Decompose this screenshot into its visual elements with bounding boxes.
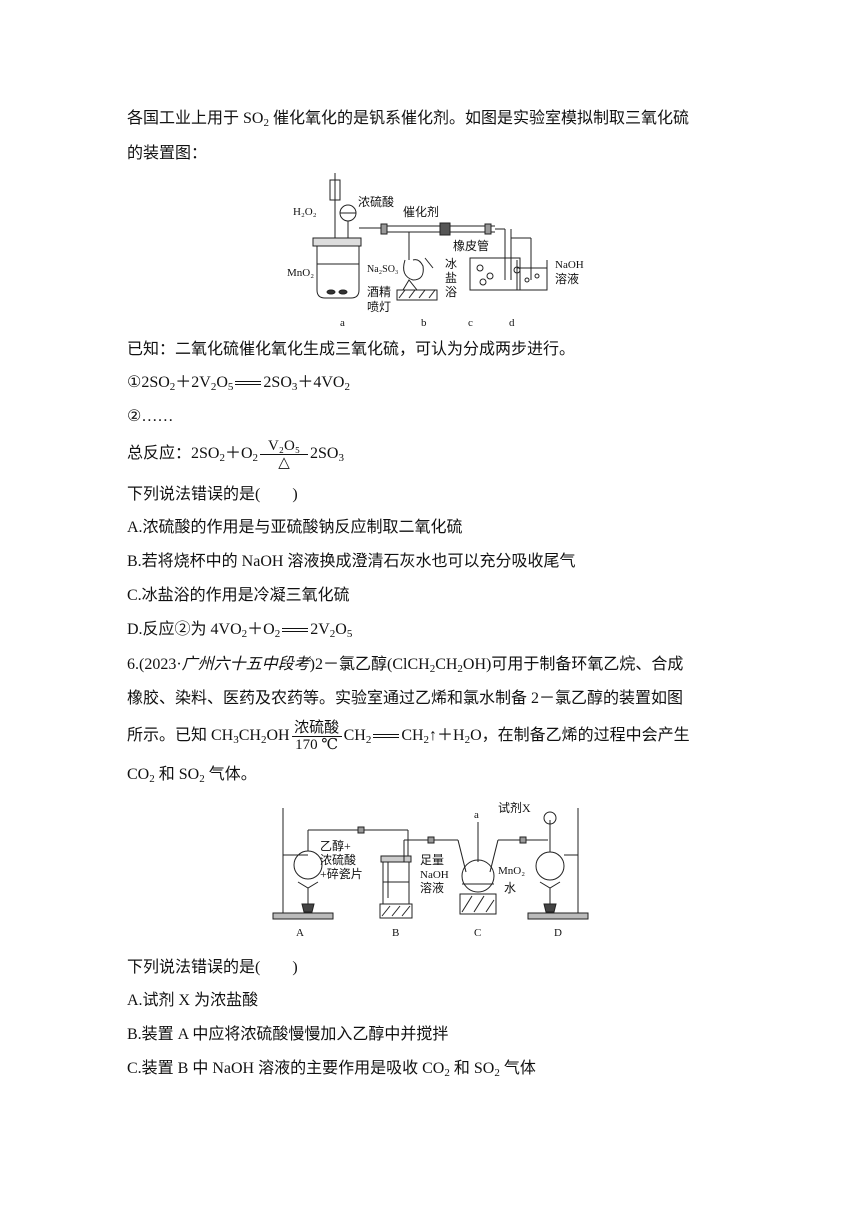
intro-line-1: 各国工业上用于 SO2 催化氧化的是钒系催化剂。如图是实验室模拟制取三氧化硫 bbox=[127, 110, 689, 129]
fig2-label-b: B bbox=[392, 927, 399, 939]
q5-stem: 下列说法错误的是( ) bbox=[127, 486, 298, 503]
known-text: 已知：二氧化硫催化氧化生成三氧化硫，可认为分成两步进行。 bbox=[127, 341, 576, 358]
fig2-label-d: D bbox=[554, 927, 562, 939]
fig1-alcohol-label: 酒精 bbox=[367, 285, 391, 299]
q6-line-4: CO2 和 SO2 气体。 bbox=[127, 766, 257, 785]
fig1-label-b: b bbox=[421, 317, 427, 329]
q6-option-b: B.装置 A 中应将浓硫酸慢慢加入乙醇中并搅拌 bbox=[127, 1026, 449, 1043]
fig2-porcelain-label: +碎瓷片 bbox=[320, 866, 363, 881]
figure-so3-apparatus: H₂O₂ 浓硫酸 催化剂 橡皮管 MnO₂ Na₂SO₃ 冰 盐 浴 NaOH … bbox=[285, 168, 585, 336]
fig1-h2o2-label: H₂O₂ bbox=[293, 206, 317, 218]
q6-option-c: C.装置 B 中 NaOH 溶液的主要作用是吸收 CO2 和 SO2 气体 bbox=[127, 1060, 536, 1079]
q6-option-a: A.试剂 X 为浓盐酸 bbox=[127, 992, 259, 1009]
fig1-solution-label: 溶液 bbox=[555, 271, 579, 286]
fig2-label-a: A bbox=[296, 927, 304, 939]
fig2-enough-label: 足量 bbox=[420, 853, 444, 867]
fig1-mno2-label: MnO₂ bbox=[287, 267, 314, 279]
fig2-ethanol-label: 乙醇+ bbox=[320, 838, 351, 853]
q6-line-2: 橡胶、染料、医药及农药等。实验室通过乙烯和氯水制备 2－氯乙醇的装置如图 bbox=[127, 690, 684, 707]
fig1-label-d: d bbox=[509, 317, 515, 329]
fig2-solution-label: 溶液 bbox=[420, 880, 444, 895]
fig2-conc-acid-label: 浓硫酸 bbox=[320, 852, 356, 867]
fig1-naoh-label: NaOH bbox=[555, 259, 584, 271]
fig1-label-a: a bbox=[340, 317, 345, 329]
fig1-ice-label: 冰 bbox=[445, 257, 457, 271]
fig1-rubber-tube-label: 橡皮管 bbox=[453, 238, 489, 253]
fig1-na2so3-label: Na₂SO₃ bbox=[367, 264, 398, 275]
fig1-bath-label: 浴 bbox=[445, 285, 457, 299]
fig2-a-label: a bbox=[474, 809, 479, 821]
fig1-conc-h2so4-label: 浓硫酸 bbox=[358, 194, 394, 209]
q5-option-a: A.浓硫酸的作用是与亚硫酸钠反应制取二氧化硫 bbox=[127, 519, 463, 536]
fig2-label-c: C bbox=[474, 927, 481, 939]
q6-stem: 下列说法错误的是( ) bbox=[127, 959, 298, 976]
fig2-water-label: 水 bbox=[504, 881, 516, 895]
q6-line-1: 6.(2023·广州六十五中段考)2－氯乙醇(ClCH2CH2OH)可用于制备环… bbox=[127, 656, 684, 675]
fig1-label-c: c bbox=[468, 317, 473, 329]
fig1-catalyst-label: 催化剂 bbox=[403, 204, 439, 219]
equation-step-2: ②…… bbox=[127, 408, 174, 425]
intro-line-2: 的装置图： bbox=[127, 145, 208, 162]
fig2-naoh-label: NaOH bbox=[420, 869, 449, 881]
fig2-reagent-x-label: 试剂X bbox=[498, 800, 531, 815]
fig2-mno2-label: MnO₂ bbox=[498, 865, 525, 877]
q5-option-b: B.若将烧杯中的 NaOH 溶液换成澄清石灰水也可以充分吸收尾气 bbox=[127, 553, 576, 570]
fig1-lamp-label: 喷灯 bbox=[367, 300, 391, 314]
q5-option-c: C.冰盐浴的作用是冷凝三氧化硫 bbox=[127, 587, 350, 604]
figure-chloroethanol-apparatus: 乙醇+ 浓硫酸 +碎瓷片 足量 NaOH 溶液 a 试剂X MnO₂ 水 A B… bbox=[268, 800, 598, 945]
fig1-salt-label: 盐 bbox=[445, 271, 457, 285]
